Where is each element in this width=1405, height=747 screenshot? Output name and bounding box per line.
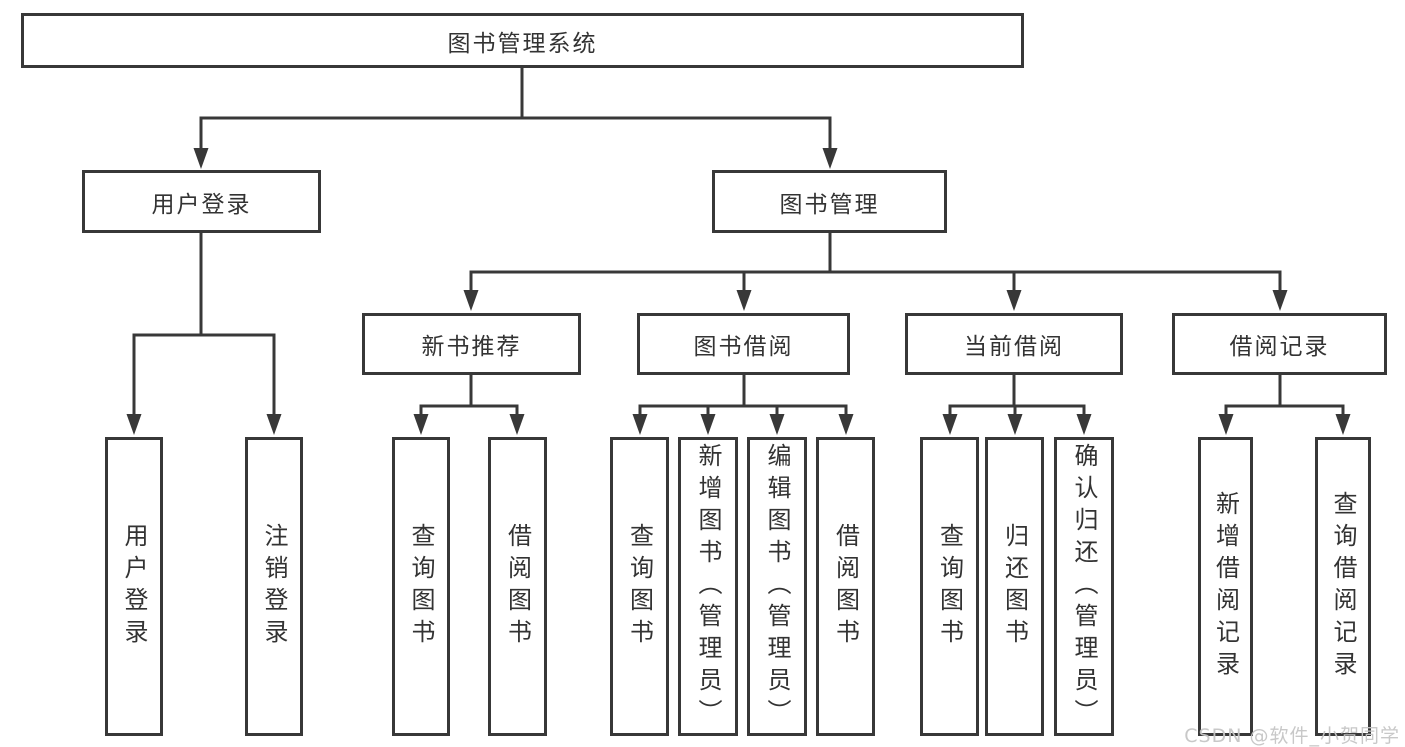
node-leaf-query-book-rec-label: 查询图书: [407, 522, 435, 651]
arrowhead: [942, 414, 958, 435]
arrowhead: [769, 414, 785, 435]
arrowhead: [1272, 290, 1288, 311]
node-book-mgmt-label: 图书管理: [779, 191, 880, 218]
node-root-label: 图书管理系统: [447, 30, 598, 57]
node-leaf-borrow-book-borrow: 借阅图书: [816, 437, 875, 736]
node-leaf-query-record-label: 查询借阅记录: [1329, 490, 1357, 683]
node-leaf-query-record: 查询借阅记录: [1315, 437, 1371, 736]
node-leaf-confirm-return-label: 确认归还（管理员）: [1070, 442, 1098, 731]
arrowhead: [266, 414, 282, 435]
node-leaf-add-book-label: 新增图书（管理员）: [694, 442, 722, 731]
node-borrow-records-label: 借阅记录: [1229, 334, 1330, 360]
arrowhead: [1335, 414, 1351, 435]
arrowhead: [1218, 414, 1234, 435]
arrowhead: [126, 414, 142, 435]
node-leaf-borrow-book-rec: 借阅图书: [488, 437, 547, 736]
arrowhead: [193, 148, 209, 169]
node-leaf-borrow-book-rec-label: 借阅图书: [503, 522, 532, 651]
arrowhead: [838, 414, 854, 435]
node-leaf-add-book: 新增图书（管理员）: [678, 437, 738, 736]
node-new-book-rec-label: 新书推荐: [421, 334, 522, 360]
node-leaf-confirm-return: 确认归还（管理员）: [1054, 437, 1114, 736]
node-leaf-query-book-current-label: 查询图书: [935, 522, 964, 651]
node-leaf-query-book-rec: 查询图书: [392, 437, 450, 736]
node-borrow-records: 借阅记录: [1172, 313, 1387, 375]
node-leaf-borrow-book-borrow-label: 借阅图书: [831, 522, 860, 651]
node-book-borrow: 图书借阅: [637, 313, 850, 375]
arrowhead: [822, 148, 838, 169]
node-leaf-edit-book: 编辑图书（管理员）: [747, 437, 807, 736]
node-book-borrow-label: 图书借阅: [693, 334, 794, 360]
node-leaf-user-login: 用户登录: [105, 437, 163, 736]
arrowhead: [1006, 290, 1022, 311]
node-user-login: 用户登录: [82, 170, 321, 233]
node-current-borrow-label: 当前借阅: [964, 334, 1064, 360]
arrowhead: [463, 290, 479, 311]
node-leaf-logout: 注销登录: [245, 437, 303, 736]
arrowhead: [1007, 414, 1023, 435]
node-leaf-add-record: 新增借阅记录: [1198, 437, 1253, 736]
arrowhead: [509, 414, 525, 435]
node-leaf-return-book-label: 归还图书: [1000, 522, 1029, 651]
node-root: 图书管理系统: [21, 13, 1024, 68]
node-new-book-rec: 新书推荐: [362, 313, 581, 375]
node-book-mgmt: 图书管理: [712, 170, 947, 233]
arrowhead: [736, 290, 752, 311]
arrowhead: [1076, 414, 1092, 435]
node-leaf-return-book: 归还图书: [985, 437, 1044, 736]
node-leaf-query-book-current: 查询图书: [920, 437, 979, 736]
node-user-login-label: 用户登录: [151, 191, 252, 218]
arrowhead: [632, 414, 648, 435]
node-leaf-edit-book-label: 编辑图书（管理员）: [763, 442, 791, 731]
arrowhead: [413, 414, 429, 435]
node-leaf-logout-label: 注销登录: [260, 522, 288, 651]
node-leaf-user-login-label: 用户登录: [120, 522, 148, 651]
node-current-borrow: 当前借阅: [905, 313, 1123, 375]
node-leaf-query-book-borrow-label: 查询图书: [625, 522, 654, 651]
node-leaf-query-book-borrow: 查询图书: [610, 437, 669, 736]
arrowhead: [700, 414, 716, 435]
node-leaf-add-record-label: 新增借阅记录: [1211, 490, 1240, 683]
watermark: CSDN @软件_小贺同学: [1184, 725, 1400, 747]
